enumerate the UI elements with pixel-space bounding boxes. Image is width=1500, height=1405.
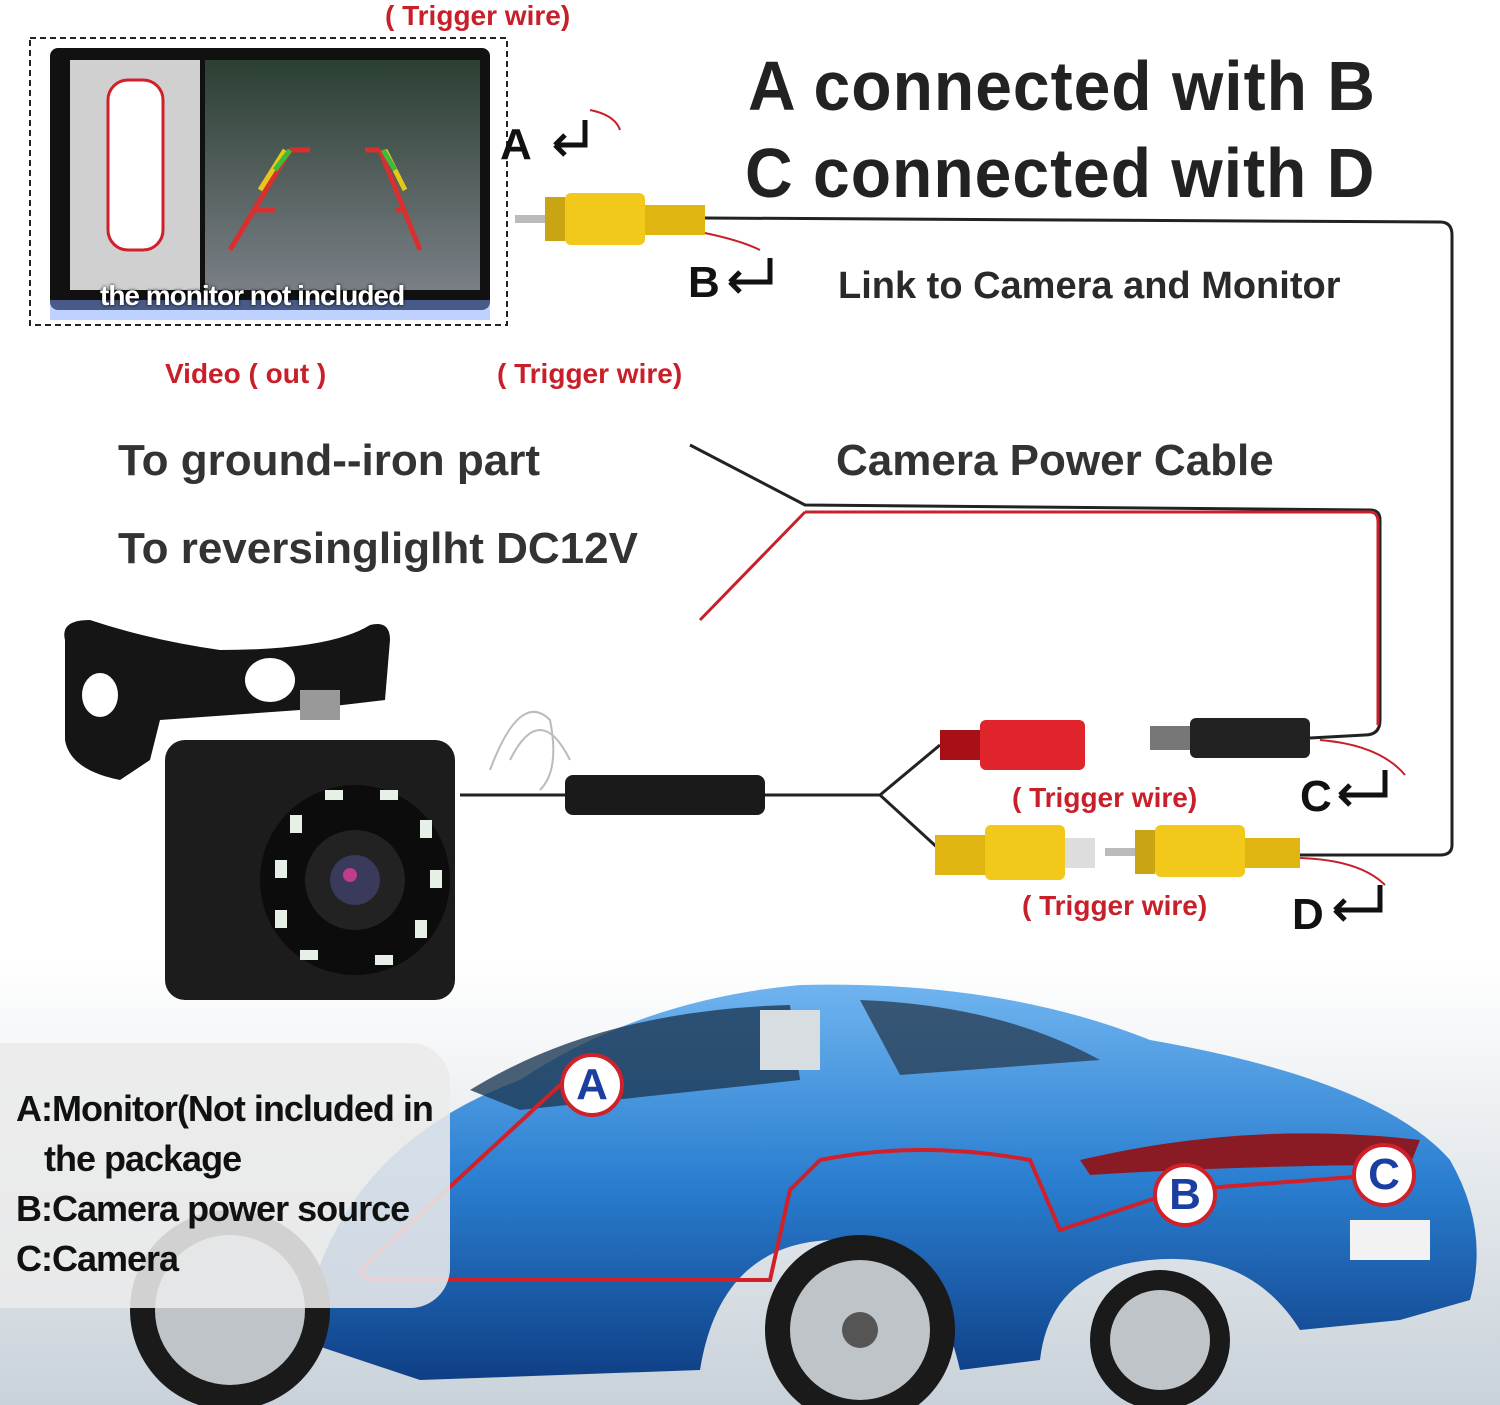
instruction-a-b: A connected with B [748,47,1376,125]
dc-power-plug [1150,718,1310,758]
rca-socket-camera [935,825,1095,880]
monitor-image [50,48,490,320]
legend-c: C:Camera [16,1238,179,1279]
to-reversing-light-label: To reversingliglht DC12V [118,524,638,573]
connector-label-d: D [1292,890,1324,939]
legend-a-line2: the package [44,1138,242,1179]
video-out-label: Video ( out ) [165,358,327,389]
car-badge-c: C [1352,1143,1416,1207]
wires [460,109,1454,886]
link-caption: Link to Camera and Monitor [838,265,1341,307]
to-ground-label: To ground--iron part [118,436,540,485]
car-badge-b: B [1153,1163,1217,1227]
dc-power-socket-red [940,720,1085,770]
instruction-c-d: C connected with D [745,134,1376,212]
legend-panel: A:Monitor(Not included in the package B:… [0,1043,450,1308]
trigger-wire-label-d: ( Trigger wire) [1022,890,1208,921]
connector-label-b: B [688,258,720,307]
connector-label-c: C [1300,772,1332,821]
rca-connector-d [1105,825,1300,877]
monitor-not-included-note: the monitor not included [100,280,405,311]
trigger-wire-label-top: ( Trigger wire) [385,0,571,31]
camera-image [64,620,455,1000]
connector-label-a: A [500,120,532,169]
legend-a-line1: A:Monitor(Not included in [16,1088,434,1129]
hook-arrows [553,120,1388,922]
camera-power-cable-label: Camera Power Cable [836,436,1274,485]
rca-connector-b [515,193,705,245]
trigger-wire-label-c: ( Trigger wire) [1012,782,1198,813]
monitor-dashed-box [29,37,508,326]
cable-module [565,775,765,815]
legend-b: B:Camera power source [16,1188,410,1229]
trigger-wire-label-mid: ( Trigger wire) [497,358,683,389]
car-badge-a: A [560,1053,624,1117]
